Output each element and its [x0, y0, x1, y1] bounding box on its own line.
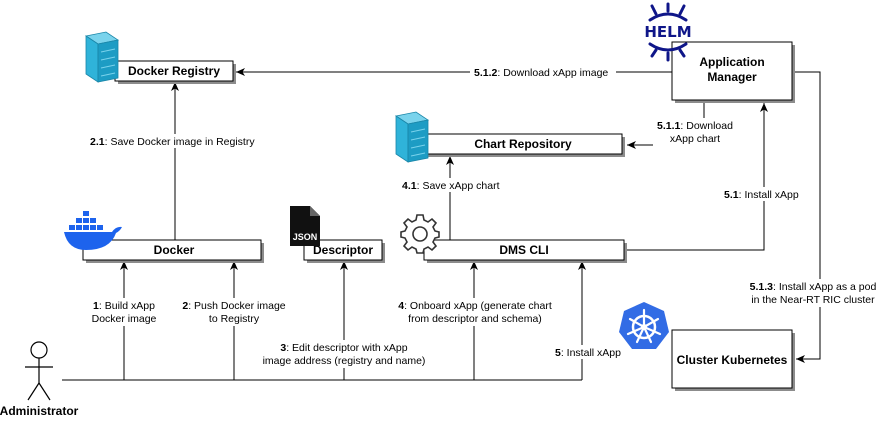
docker-node: Docker [82, 239, 264, 263]
json-icon-text: JSON [293, 232, 318, 242]
label-3: 3: Edit descriptor with xApp [280, 342, 407, 354]
administrator-label: Administrator [0, 404, 79, 418]
edge-install-pod [793, 71, 821, 363]
docker-label: Docker [154, 243, 195, 257]
label-1: 1: Build xApp [93, 300, 155, 312]
application-manager-label-line1: Application [699, 55, 764, 69]
label-5-1-2: 5.1.2: Download xApp image [474, 67, 608, 79]
docker-registry-node: Docker Registry [114, 60, 236, 84]
docker-registry-label: Docker Registry [128, 64, 220, 78]
json-file-icon: JSON [290, 206, 320, 246]
label-5-1-3-line2: in the Near-RT RIC cluster [751, 294, 875, 306]
docker-whale-icon [64, 211, 122, 250]
edge-labels: 5.1.2: Download xApp image 2.1: Save Doc… [88, 65, 881, 368]
label-5-1-1-line2: xApp chart [670, 133, 720, 145]
label-5-1-3: 5.1.3: Install xApp as a pod [750, 281, 877, 293]
chart-repository-node: Chart Repository [423, 133, 625, 157]
chart-repository-cube-icon [394, 111, 430, 163]
descriptor-label: Descriptor [313, 243, 373, 257]
application-manager-label-line2: Manager [707, 70, 757, 84]
registry-cube-icon [84, 31, 120, 83]
helm-icon: HELM [644, 2, 692, 62]
application-manager-node: Application Manager [671, 41, 795, 103]
label-2: 2: Push Docker image [182, 300, 285, 312]
cluster-kubernetes-node: Cluster Kubernetes [671, 329, 795, 391]
label-5: 5: Install xApp [555, 347, 621, 359]
label-2-1: 2.1: Save Docker image in Registry [90, 136, 255, 148]
administrator-actor-icon [25, 341, 53, 401]
label-4: 4: Onboard xApp (generate chart [398, 300, 552, 312]
chart-repository-label: Chart Repository [474, 137, 572, 151]
dms-cli-node: DMS CLI [423, 239, 627, 263]
label-4-1: 4.1: Save xApp chart [402, 180, 500, 192]
helm-logo-text: HELM [644, 23, 691, 41]
label-5-1-1: 5.1.1: Download [657, 120, 733, 132]
label-1-line2: Docker image [92, 313, 157, 325]
label-5-1: 5.1: Install xApp [724, 189, 799, 201]
edge-install-xapp-am [627, 103, 768, 251]
dms-cli-label: DMS CLI [499, 243, 548, 257]
kubernetes-icon [619, 302, 669, 349]
label-2-line2: to Registry [209, 313, 260, 325]
edges [62, 68, 821, 381]
cluster-kubernetes-label: Cluster Kubernetes [677, 353, 788, 367]
nodes: Docker Registry Chart Repository Applica… [82, 41, 795, 391]
descriptor-node: Descriptor [303, 239, 385, 263]
label-4-line2: from descriptor and schema) [408, 313, 542, 325]
label-3-line2: image address (registry and name) [263, 355, 426, 367]
gear-icon [400, 214, 440, 254]
